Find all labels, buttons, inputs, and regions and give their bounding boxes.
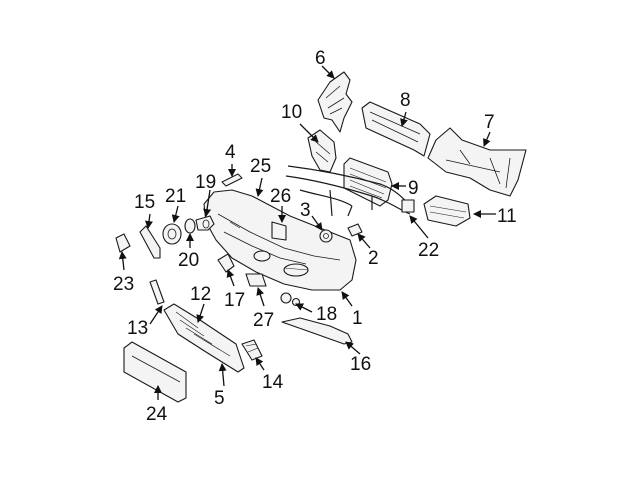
callout-27: 27 <box>253 310 274 331</box>
leader-5 <box>218 363 227 387</box>
leader-6 <box>321 65 335 79</box>
leader-14 <box>255 357 265 371</box>
part-12-lower-grille[interactable] <box>163 303 245 373</box>
callout-20: 20 <box>178 250 199 271</box>
leader-18 <box>295 303 313 313</box>
leader-8 <box>400 111 408 127</box>
part-19-bulb-housing[interactable] <box>195 215 215 231</box>
leader-lines <box>118 65 496 400</box>
leader-25 <box>255 177 264 197</box>
leader-21 <box>171 205 180 223</box>
leader-22 <box>409 215 429 239</box>
callout-12: 12 <box>190 284 211 305</box>
callout-17: 17 <box>224 290 245 311</box>
part-7-absorber[interactable] <box>427 127 527 197</box>
callout-11: 11 <box>497 206 517 227</box>
callout-7: 7 <box>484 112 495 133</box>
leader-7 <box>483 131 491 147</box>
callout-24: 24 <box>146 404 168 425</box>
callout-5: 5 <box>214 388 225 409</box>
callout-25: 25 <box>250 156 271 177</box>
part-20-socket[interactable] <box>184 218 196 234</box>
part-23-bracket[interactable] <box>115 233 131 253</box>
callout-14: 14 <box>262 372 284 393</box>
part-16-molding[interactable] <box>281 317 353 345</box>
part-21-nozzle[interactable] <box>162 223 182 245</box>
callout-15: 15 <box>134 192 155 213</box>
part-13-trim[interactable] <box>149 279 165 305</box>
leader-27 <box>256 287 265 307</box>
callout-1: 1 <box>352 308 363 329</box>
callout-9: 9 <box>408 178 419 199</box>
leader-12 <box>196 303 205 323</box>
leader-23 <box>118 251 127 271</box>
callout-6: 6 <box>315 48 326 69</box>
leader-13 <box>149 305 163 325</box>
part-27-sensor-holder[interactable] <box>245 273 267 287</box>
leader-3 <box>311 215 323 231</box>
callout-22: 22 <box>418 240 439 261</box>
part-15-side-marker[interactable] <box>139 225 161 259</box>
callouts: 6 8 7 10 9 11 22 4 25 26 3 2 1 19 21 15 … <box>113 48 517 425</box>
part-1-bumper-cover[interactable] <box>203 189 357 291</box>
part-17-bezel[interactable] <box>217 253 235 273</box>
callout-16: 16 <box>350 354 371 375</box>
part-2-clip[interactable] <box>347 223 363 237</box>
part-18-parking-sensor[interactable] <box>280 292 301 307</box>
callout-13: 13 <box>127 318 148 339</box>
leader-2 <box>357 233 371 249</box>
callout-3: 3 <box>300 200 311 221</box>
leader-16 <box>345 341 361 355</box>
part-24-plate-bracket[interactable] <box>123 341 187 403</box>
leader-15 <box>145 213 153 229</box>
leader-17 <box>226 269 235 287</box>
callout-21: 21 <box>165 186 186 207</box>
part-14-small-grille[interactable] <box>241 339 263 361</box>
part-26-fog-lamp[interactable] <box>271 221 287 241</box>
leader-1 <box>341 291 353 307</box>
part-3-sensor[interactable] <box>319 229 333 243</box>
callout-10: 10 <box>281 102 302 123</box>
leader-10 <box>299 123 319 143</box>
part-8-reinforcement[interactable] <box>361 101 431 157</box>
callout-4: 4 <box>225 142 236 163</box>
callout-8: 8 <box>400 90 411 111</box>
callout-26: 26 <box>270 186 291 207</box>
callout-18: 18 <box>316 304 337 325</box>
part-9-grille[interactable] <box>343 157 393 207</box>
part-11-side-bracket[interactable] <box>423 195 471 227</box>
callout-2: 2 <box>368 248 379 269</box>
part-22-connector[interactable] <box>401 199 415 213</box>
leader-19 <box>203 189 212 217</box>
callout-19: 19 <box>195 172 216 193</box>
callout-23: 23 <box>113 274 134 295</box>
part-6-upper-bracket[interactable] <box>317 71 353 133</box>
